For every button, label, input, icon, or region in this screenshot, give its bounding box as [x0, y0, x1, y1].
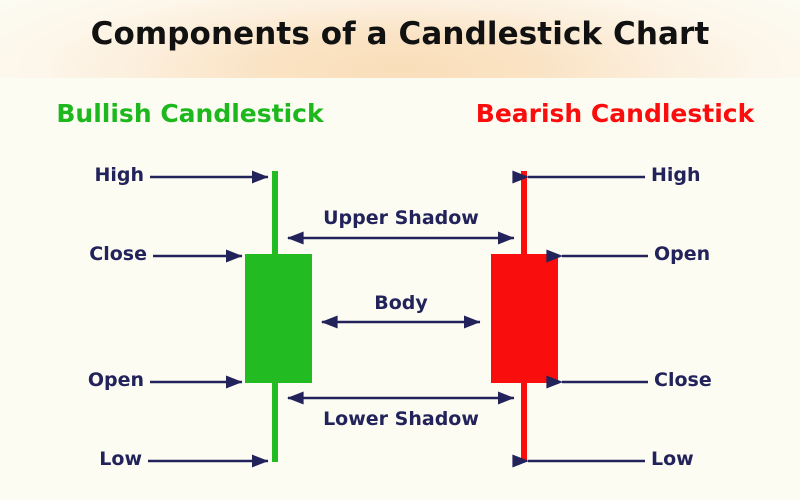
bullish-section-heading: Bullish Candlestick: [56, 99, 324, 128]
label-right-low: Low: [651, 448, 694, 470]
label-left-open: Open: [87, 369, 144, 391]
label-lower-shadow: Lower Shadow: [323, 408, 479, 430]
bearish-body: [491, 254, 558, 383]
label-upper-shadow: Upper Shadow: [323, 207, 479, 229]
label-left-low: Low: [99, 448, 142, 470]
bearish-section-heading: Bearish Candlestick: [475, 99, 755, 128]
bullish-body: [245, 254, 312, 383]
label-right-open: Open: [654, 243, 711, 265]
label-right-high: High: [651, 164, 701, 186]
label-body: Body: [374, 292, 428, 314]
label-left-close: Close: [89, 243, 147, 265]
label-left-high: High: [94, 164, 144, 186]
label-right-close: Close: [654, 369, 712, 391]
title-band: [0, 0, 800, 78]
page-title: Components of a Candlestick Chart: [90, 16, 710, 52]
